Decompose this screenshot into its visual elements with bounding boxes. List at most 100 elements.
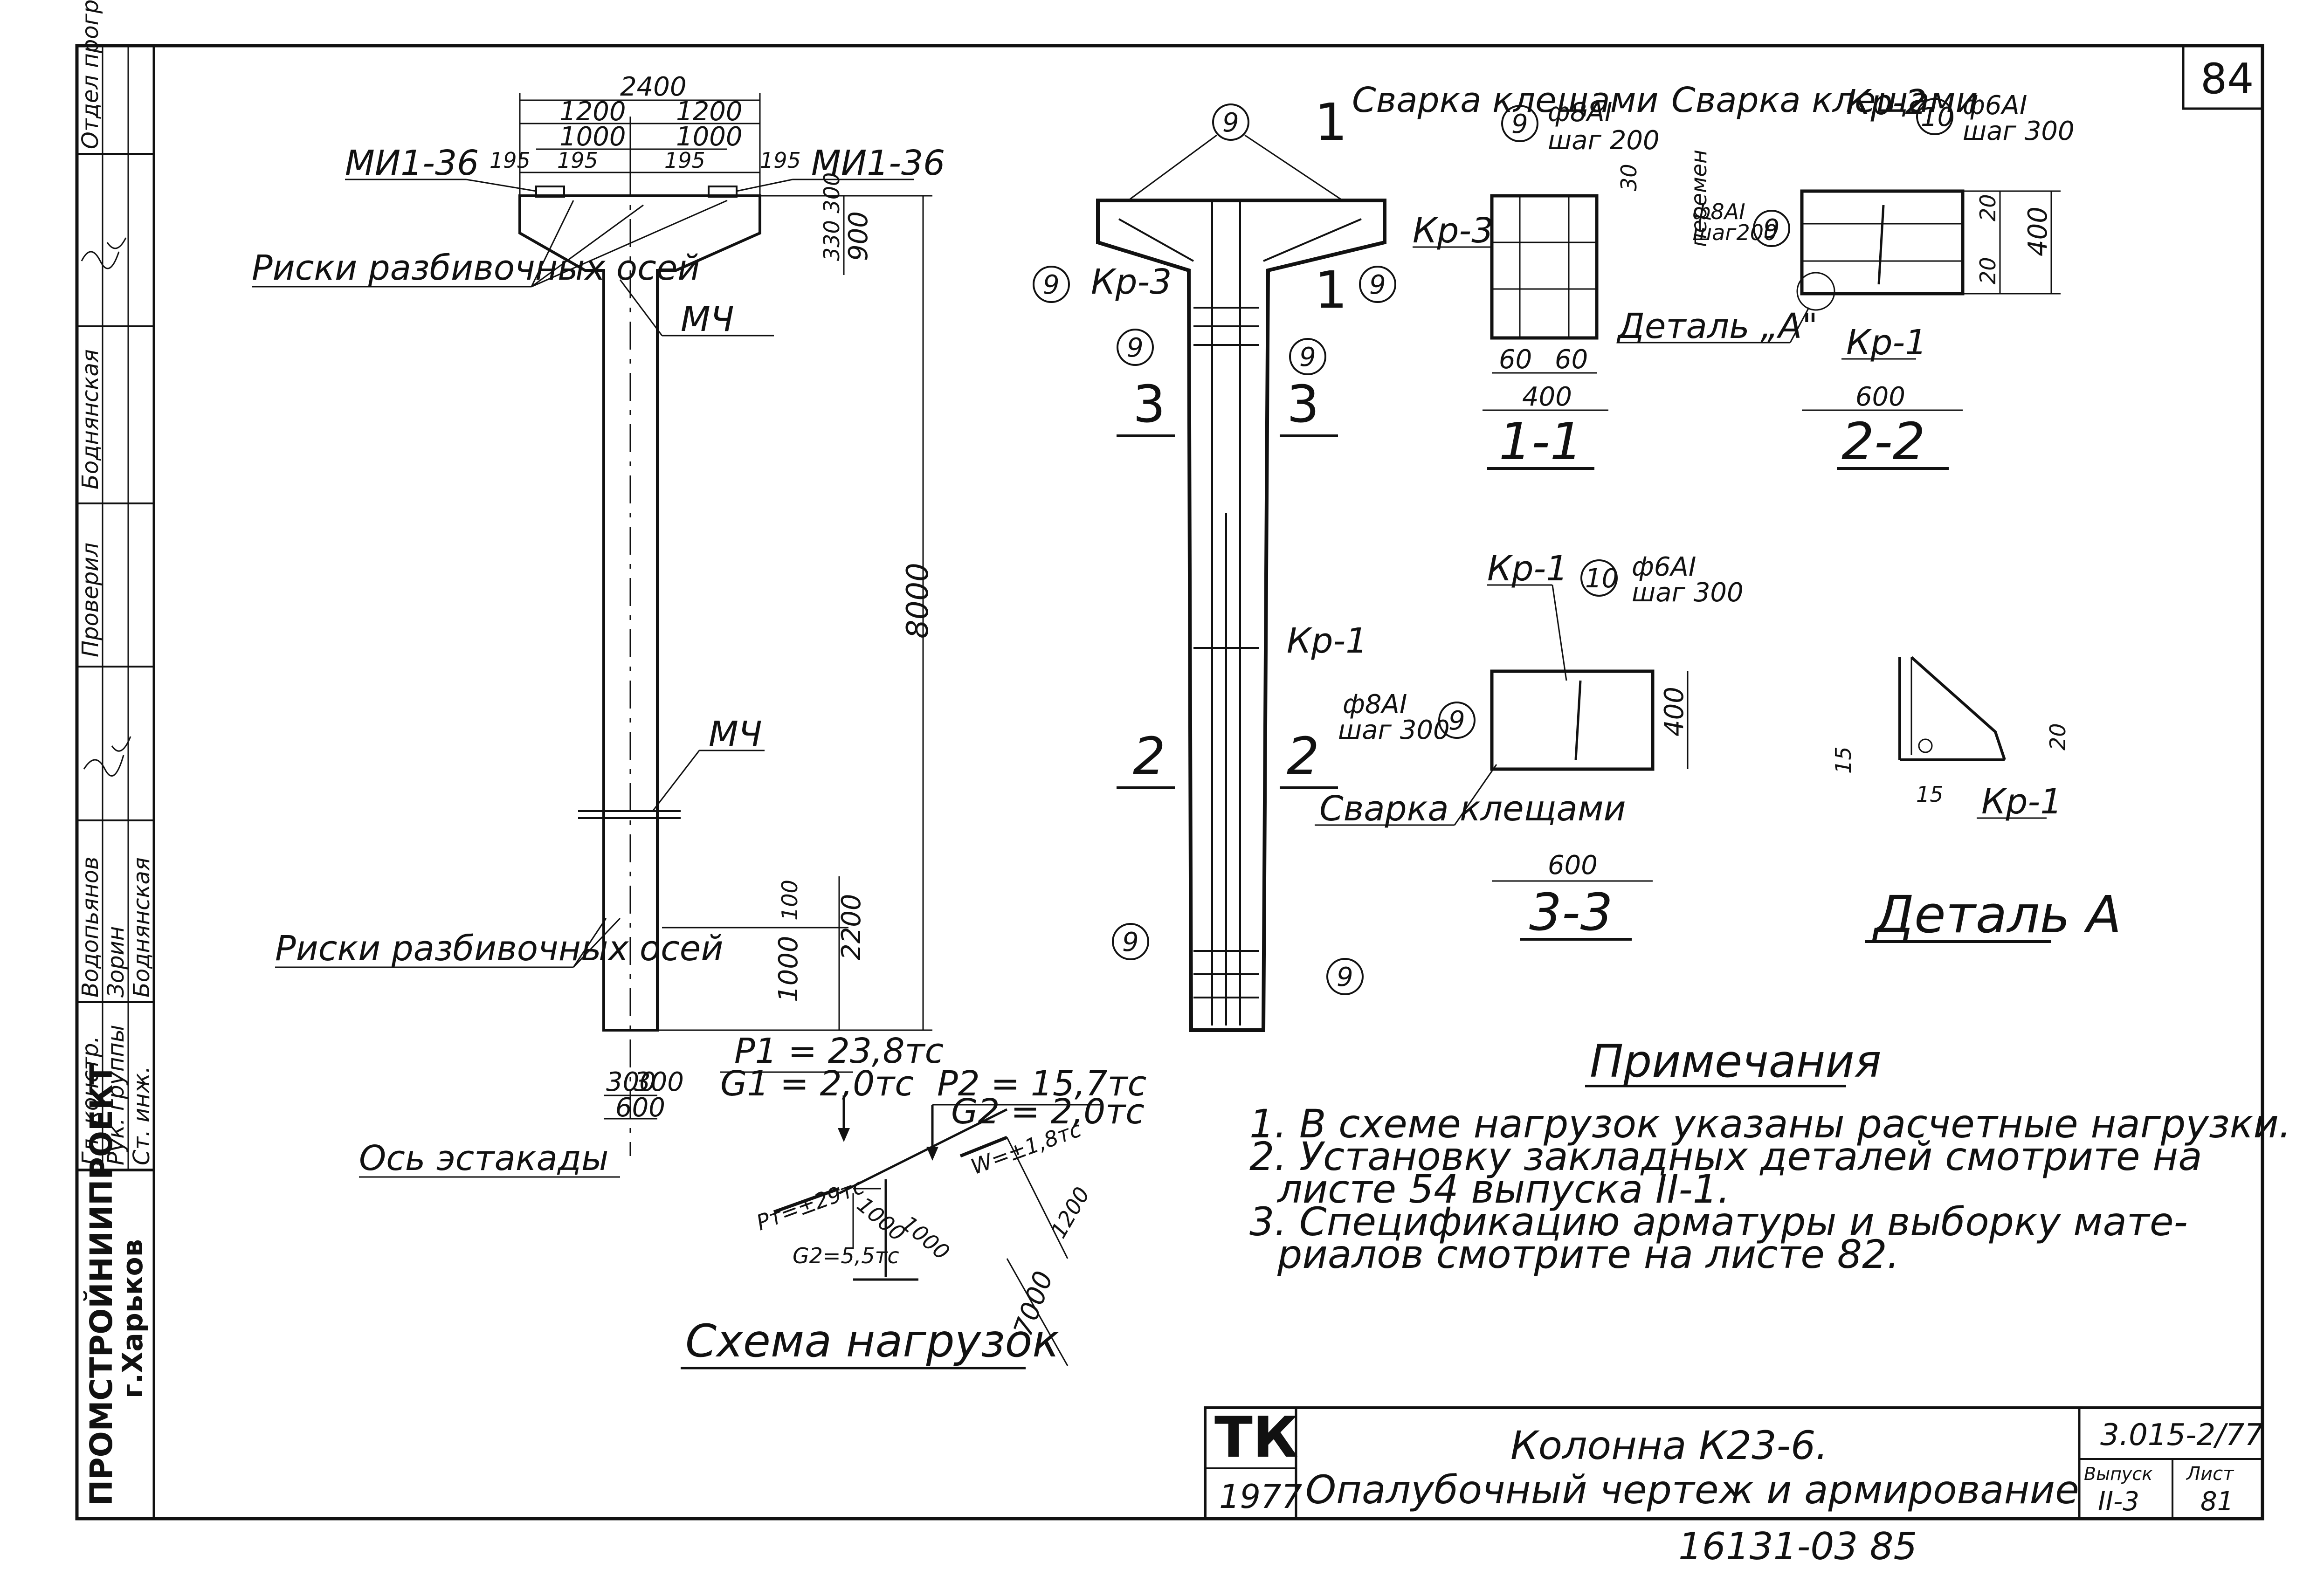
- year: 1977: [1219, 1478, 1302, 1516]
- cage-kr3-label-1-1: Кр-3: [1413, 211, 1493, 251]
- bar-spec-1-1: ф8АI: [1548, 97, 1612, 128]
- note-2: 2. Установку закладных деталей смотрите …: [1249, 1134, 2202, 1179]
- bar-mark-9-1-1: 9: [1511, 109, 1528, 139]
- signer-role-3: Ст. инж.: [129, 1066, 155, 1165]
- dim-20-bottom: 20: [1975, 257, 2000, 284]
- embedded-part-label-left: МИ1-36: [345, 143, 479, 183]
- dim-195-b: 195: [557, 148, 598, 173]
- dim-600-2-2: 600: [1855, 382, 1905, 412]
- dim-1000-load-a: 1000: [852, 1192, 910, 1246]
- formwork-drawing: 2400 1200 1200 1000 1000 195 195 195 195…: [252, 72, 945, 1178]
- cage-kr1-label: Кр-1: [1287, 621, 1367, 661]
- weld-label-3-3: Сварка клещами: [1319, 789, 1626, 829]
- load-scheme: P1 = 23,8тс G1 = 2,0тс P2 = 15,7тс G2 = …: [681, 1031, 1146, 1370]
- section-mark-2-right: 2: [1287, 726, 1319, 786]
- sheet-value: 81: [2200, 1487, 2234, 1517]
- organization-city: г.Харьков: [117, 1239, 149, 1398]
- section-mark-3-right: 3: [1287, 374, 1319, 434]
- signature-block: Отдел программе АПК-12 Боднянская Провер…: [77, 0, 155, 1506]
- dim-400-2-2: 400: [2023, 206, 2053, 256]
- dim-1200-right: 1200: [676, 96, 743, 127]
- bar9-step-3-3: шаг 300: [1338, 715, 1450, 745]
- cage-kr1-label-detail: Кр-1: [1981, 782, 2062, 822]
- checker-name: Боднянская: [77, 349, 103, 489]
- dim-400-1-1: 400: [1522, 382, 1572, 412]
- detail-a-reference: Деталь „А": [1616, 306, 1818, 346]
- section-caption-2-2: 2-2: [1841, 412, 1925, 471]
- note-1: 1. В схеме нагрузок указаны расчетные на…: [1249, 1101, 2291, 1147]
- sheet-number: 84: [2200, 55, 2254, 103]
- dim-60-left: 60: [1499, 344, 1532, 375]
- notes-heading: Примечания: [1590, 1035, 1881, 1087]
- issue-value: II-3: [2098, 1487, 2139, 1517]
- dim-900: 900: [843, 211, 874, 261]
- load-p1: P1 = 23,8тс: [734, 1031, 944, 1071]
- bar-mark-9-3-3: 9: [1448, 706, 1465, 736]
- dim-20-detail: 20: [2045, 723, 2070, 750]
- signer-name-3: Боднянская: [129, 857, 155, 998]
- section-mark-1-bottom: 1: [1315, 260, 1347, 320]
- notes: Примечания 1. В схеме нагрузок указаны р…: [1249, 1035, 2291, 1277]
- issue-label: Выпуск: [2084, 1464, 2152, 1484]
- cage-kr1-label-2-2: Кр-1: [1846, 323, 1927, 363]
- bar-step-2-2: шаг 300: [1963, 116, 2075, 146]
- bar9-step-2-2: шаг200: [1692, 220, 1777, 245]
- title-line-2: Опалубочный чертеж и армирование: [1305, 1467, 2079, 1513]
- detail-a-caption: Деталь А: [1872, 885, 2121, 944]
- section-mark-3-left: 3: [1133, 374, 1165, 434]
- section-caption-3-3: 3-3: [1529, 882, 1613, 942]
- reinforcement-drawing: 9 9 9 9 9 9 9 Кр-3 Кр-1 1 1 3 3 2 2: [1033, 92, 1396, 1032]
- dim-2400: 2400: [620, 72, 687, 102]
- bar-mark-10-3-3: 10: [1585, 564, 1618, 594]
- cage-kr1-label-3-3: Кр-1: [1487, 549, 1568, 589]
- dim-300-left: 300: [606, 1067, 656, 1097]
- signature-scribble: [83, 736, 131, 777]
- note-3-continued: риалов смотрите на листе 82.: [1277, 1232, 1899, 1277]
- bar9-spec-2-2: ф8АI: [1692, 199, 1745, 224]
- bar-mark-9-left: 9: [1043, 270, 1060, 300]
- checked-label: Проверил: [77, 543, 103, 657]
- document-code: 3.015-2/77: [2100, 1418, 2263, 1452]
- dim-195-a: 195: [490, 148, 531, 173]
- signer-role-1: Гл. констр.: [77, 1036, 103, 1165]
- load-g1: G1 = 2,0тс: [720, 1064, 914, 1104]
- bar-spec-3-3: ф6АI: [1632, 552, 1696, 582]
- note-3: 3. Спецификацию арматуры и выборку мате-: [1249, 1199, 2188, 1245]
- dim-1000-load-b: 1000: [896, 1211, 954, 1265]
- bar-spec-2-2: ф6АI: [1963, 90, 2027, 121]
- dim-60-right: 60: [1555, 344, 1588, 375]
- dim-1000-right: 1000: [676, 122, 743, 152]
- section-mark-1-top: 1: [1315, 92, 1347, 152]
- signer-name-2: Зорин: [103, 926, 129, 998]
- dim-195-c: 195: [664, 148, 705, 173]
- bar-step-1-1: шаг 200: [1548, 125, 1660, 156]
- cage-kr3-label: Кр-3: [1091, 262, 1172, 302]
- signer-name-1: Водопьянов: [77, 857, 103, 998]
- note-2-continued: листе 54 выпуска II-1.: [1276, 1166, 1730, 1212]
- dim-330-300: 330 300: [819, 172, 844, 261]
- cage-kr2-label: Кр-2: [1846, 83, 1927, 123]
- load-scheme-caption: Схема нагрузок: [685, 1315, 1059, 1367]
- dim-400-3-3: 400: [1659, 687, 1690, 736]
- axis-marks-label: Риски разбивочных осей: [252, 248, 700, 288]
- bar-mark-9-mid-left: 9: [1127, 333, 1144, 363]
- bar9-spec-3-3: ф8АI: [1343, 689, 1407, 720]
- load-pt: Pт=±29тс: [753, 1173, 868, 1236]
- dim-30: 30: [1616, 164, 1641, 191]
- organization-name: ПРОМСТРОЙНИИПРОЕКТ: [83, 1064, 119, 1506]
- bar-mark-9-right: 9: [1369, 270, 1386, 300]
- sheet-label: Лист: [2186, 1463, 2234, 1485]
- dim-15-left: 15: [1831, 746, 1856, 774]
- section-1-1: Сварка клещами 9 ф8АI шаг 200 Кр-3 30 пе…: [1352, 80, 1711, 471]
- section-2-2: Сварка клещами Кр-2 10 ф6АI шаг 300 ф8АI…: [1616, 80, 2075, 471]
- load-g2-top: G2 = 2,0тс: [951, 1092, 1145, 1132]
- dim-1000: 1000: [773, 936, 804, 1002]
- dim-20-top: 20: [1975, 194, 2000, 221]
- bar-mark-9-bottom-right: 9: [1337, 962, 1353, 992]
- overpass-axis-label: Ось эстакады: [359, 1138, 608, 1178]
- dim-2200: 2200: [836, 894, 867, 960]
- dim-1200-load: 1200: [1046, 1183, 1095, 1242]
- dim-300-right: 300: [634, 1067, 684, 1097]
- dim-100: 100: [777, 880, 802, 921]
